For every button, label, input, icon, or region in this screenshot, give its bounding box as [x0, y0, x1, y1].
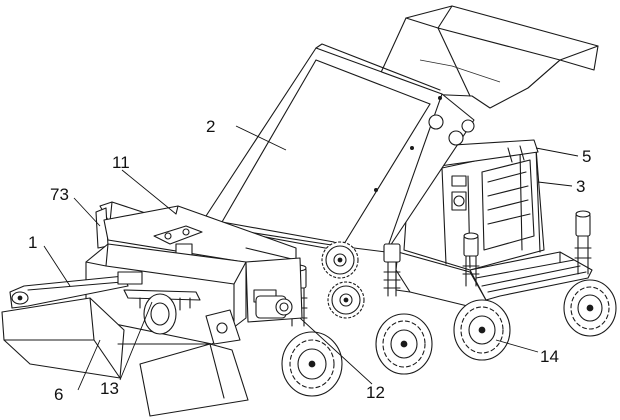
scoop-6 [1, 297, 125, 379]
leader-lines [43, 125, 579, 391]
support-post-left [383, 243, 401, 297]
label-3: 3 [576, 177, 585, 196]
bottom-plate [117, 343, 249, 417]
conveyor-board-2 [205, 43, 475, 253]
hopper [371, 5, 599, 109]
label-5: 5 [582, 147, 591, 166]
wheel-front-left [281, 331, 343, 397]
label-13: 13 [100, 379, 119, 398]
label-11: 11 [112, 153, 130, 172]
motor-front [255, 295, 293, 319]
label-6: 6 [54, 385, 63, 404]
support-post-right [574, 210, 592, 275]
wheel-front-mid [375, 313, 433, 375]
label-14: 14 [540, 347, 559, 366]
label-12: 12 [366, 383, 385, 402]
label-73: 73 [50, 185, 69, 204]
label-2: 2 [206, 117, 215, 136]
arm-1 [9, 271, 143, 309]
wheel-front-right [453, 299, 511, 361]
wheel-rear-right [563, 279, 617, 337]
support-post-mid [462, 232, 480, 287]
sprocket-lower [327, 281, 365, 319]
sprocket-upper [321, 241, 359, 279]
label-1: 1 [28, 233, 37, 252]
comb-13 [123, 289, 201, 335]
conveyor-frame [403, 147, 545, 271]
